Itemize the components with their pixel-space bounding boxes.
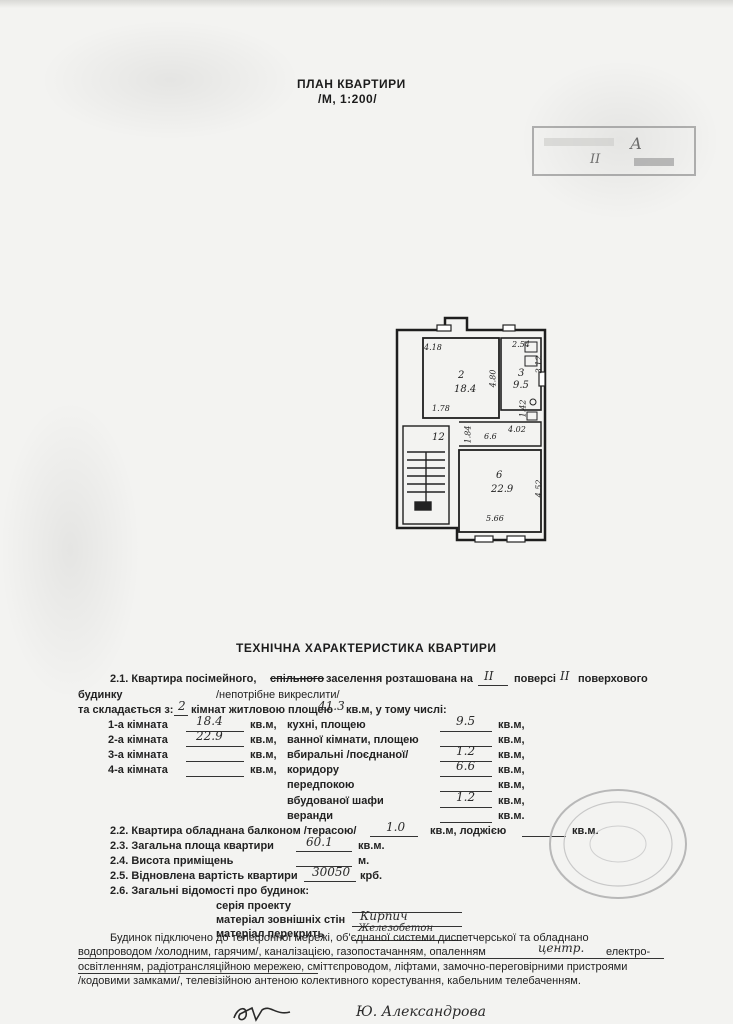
spec-2-1-consists: та складається з: (78, 704, 174, 716)
living-area: 41.3 (318, 699, 345, 713)
series-label: серія проекту (216, 900, 291, 912)
aux-kitchen-value: 9.5 (456, 714, 476, 728)
spec-2-4-label: 2.4. Висота приміщень (110, 855, 234, 867)
spec-2-2-label: 2.2. Квартира обладнана балконом /терасо… (110, 825, 357, 837)
stamp-floor: II (590, 152, 601, 167)
round-seal (549, 789, 687, 899)
utilities-line-2: водопроводом /холодним, гарячим/, каналі… (78, 946, 486, 958)
room1-area: 18.4 (454, 384, 477, 395)
room-2-unit: кв.м, (250, 734, 277, 746)
plan-scale: /М, 1:200/ (318, 92, 378, 106)
room-1-value: 18.4 (196, 714, 223, 728)
cost-value: 30050 (312, 865, 351, 879)
floors-label: матеріал перекрить (216, 928, 325, 940)
walls-value: Кирпич (360, 909, 408, 923)
room1-dim-side: 4.80 (488, 369, 498, 388)
spec-2-6-label: 2.6. Загальні відомості про будинок: (110, 885, 310, 897)
kitchen-area: 9.5 (513, 380, 529, 391)
spec-2-1-incl: кв.м, у тому числі: (346, 704, 447, 716)
walls-label: матеріал зовнішніх стін (216, 914, 346, 926)
aux-kitchen-unit: кв.м, (498, 719, 525, 731)
kitchen-dim-side: 3.12 (534, 355, 544, 374)
spec-2-1-strike: спільного (270, 673, 325, 685)
aux-corridor-unit: кв.м, (498, 764, 525, 776)
floors-value: Железобетон (358, 923, 434, 934)
room1-dim-top: 4.18 (424, 343, 442, 352)
spec-2-2-unit: кв.м. (572, 825, 599, 837)
stamp-letter: А (630, 134, 643, 153)
utilities-line-3: освітленням, радіотрансляційною мережею,… (78, 961, 628, 973)
room-3-label: 3-а кімната (108, 749, 168, 761)
kitchen-number: 3 (518, 368, 525, 379)
room2-dim-side: 4.52 (534, 479, 544, 498)
aux-veranda-label: веранди (287, 810, 333, 822)
heating-value: центр. (538, 941, 585, 955)
aux-closet-unit: кв.м, (498, 795, 525, 807)
spec-2-5-label: 2.5. Відновлена вартість квартири (110, 870, 298, 882)
aux-corridor-label: коридору (287, 764, 339, 776)
aux-bath-label: ванної кімнати, площею (287, 734, 419, 746)
aux-corridor-value: 6.6 (456, 759, 476, 773)
total-area-value: 60.1 (306, 835, 333, 849)
floors-total: II (560, 669, 570, 683)
room-2-value: 22.9 (196, 729, 223, 743)
bath-dim: 1.42 (518, 399, 528, 418)
utilities-line-1: Будинок підключено до телефонної мережі,… (110, 932, 589, 944)
spec-2-5-unit: крб. (360, 870, 383, 882)
spec-2-1-note: /непотрібне викреслити/ (216, 689, 340, 701)
corridor-area: 6.6 (484, 432, 497, 441)
page-title: ПЛАН КВАРТИРИ (297, 77, 406, 91)
floor-plan (395, 316, 547, 543)
aux-wc-value: 1.2 (456, 744, 476, 758)
room-3-unit: кв.м, (250, 749, 277, 761)
corridor-dim: 1.84 (463, 425, 473, 444)
stairs-number: 12 (432, 432, 445, 443)
spec-2-3-label: 2.3. Загальна площа квартири (110, 840, 274, 852)
utilities-line-2b: електро- (606, 946, 651, 958)
spec-2-1-text-d: поверхового (578, 673, 648, 685)
spec-2-1-building: будинку (78, 689, 123, 701)
room-2-label: 2-а кімната (108, 734, 168, 746)
aux-kitchen-label: кухні, площею (287, 719, 366, 731)
spec-2-2-loggia: кв.м, лоджією (430, 825, 507, 837)
aux-closet-value: 1.2 (456, 790, 476, 804)
room2-dim-bottom: 5.66 (486, 514, 504, 523)
room1-dim-bottom: 1.78 (432, 404, 450, 413)
aux-veranda-unit: кв.м. (498, 810, 525, 822)
floor-value: II (484, 669, 494, 683)
room1-number: 2 (458, 370, 465, 381)
spec-2-3-unit: кв.м. (358, 840, 385, 852)
aux-hall-label: передпокою (287, 779, 355, 791)
room2-area: 22.9 (491, 484, 514, 495)
spec-title: ТЕХНІЧНА ХАРАКТЕРИСТИКА КВАРТИРИ (236, 641, 497, 655)
corridor-dim2: 4.02 (508, 425, 526, 434)
aux-hall-unit: кв.м, (498, 779, 525, 791)
kitchen-dim-top: 2.54 (512, 340, 530, 349)
room-4-unit: кв.м, (250, 764, 277, 776)
spec-2-1-living: кімнат житловою площею (191, 704, 334, 716)
utilities-line-4: /кодовими замками/, телевізійною антеною… (78, 975, 581, 987)
signature-mark (233, 1006, 291, 1022)
aux-closet-label: вбудованої шафи (287, 795, 384, 807)
spec-2-1-text-a: 2.1. Квартира посімейного, (110, 673, 257, 685)
room2-number: 6 (496, 470, 503, 481)
aux-wc-label: вбиральні /поєднаної/ (287, 749, 409, 761)
signature-name: Ю. Александрова (356, 1004, 486, 1020)
spec-2-1-text-c: поверсі (514, 673, 556, 685)
aux-wc-unit: кв.м, (498, 749, 525, 761)
room-1-label: 1-а кімната (108, 719, 168, 731)
aux-bath-unit: кв.м, (498, 734, 525, 746)
spec-2-4-unit: м. (358, 855, 370, 867)
rooms-count: 2 (178, 699, 186, 713)
room-4-label: 4-а кімната (108, 764, 168, 776)
inventory-stamp: А II (532, 126, 696, 176)
room-1-unit: кв.м, (250, 719, 277, 731)
balcony-value: 1.0 (386, 820, 406, 834)
spec-2-1-text-b: заселення розташована на (326, 673, 473, 685)
